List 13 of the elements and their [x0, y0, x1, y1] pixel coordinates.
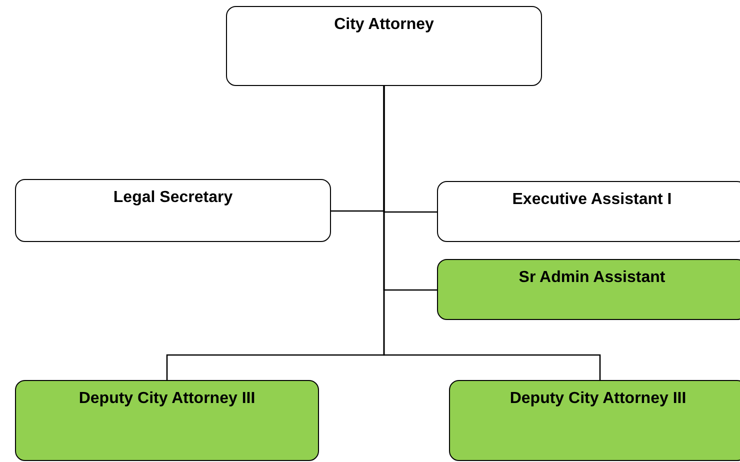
position-box [15, 380, 319, 461]
position-box [226, 6, 542, 86]
position-box [449, 380, 740, 461]
position-box [437, 181, 740, 242]
position-title: Sr Admin Assistant [518, 269, 666, 287]
position-title: Deputy City Attorney III [510, 390, 686, 408]
position-title: Executive Assistant I [512, 191, 672, 209]
position-title: Deputy City Attorney III [78, 390, 256, 408]
position-box [15, 179, 331, 242]
position-title: Legal Secretary [113, 189, 233, 207]
position-title: City Attorney [334, 16, 434, 34]
position-box [437, 259, 740, 320]
connector-line [383, 86, 601, 380]
